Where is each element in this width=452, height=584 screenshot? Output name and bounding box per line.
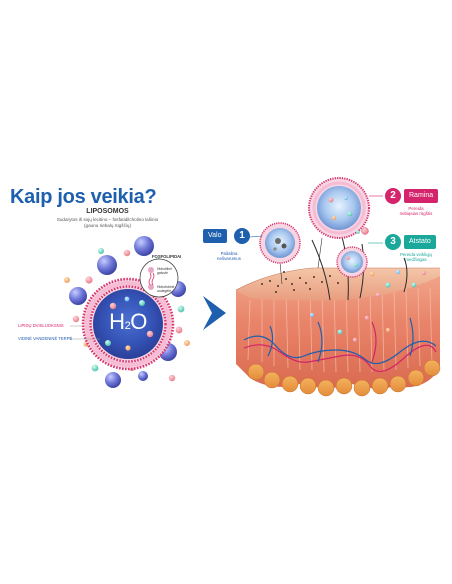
h2o-core-label: H2O [109,309,147,334]
phospholipid-label: FOSFOLIPIDAI [152,254,182,259]
water-label: VIDINĖ VANDENINĖ TERPĖ [18,336,73,341]
liposome-diagram [64,236,190,388]
liposome-subtitle-line2: (gaunu riebalų rūgščių) [84,223,131,228]
released-particles [310,227,426,343]
lipid-bilayer-label: LIPIDŲ DVISLUOKSNIS [18,323,64,328]
liposome-step-3 [336,246,368,278]
arrow-chevron-icon [203,296,226,330]
step-1-desc: Pašalina nešvarumus [212,251,246,262]
phospholipid-zoom [139,258,179,298]
step-3-desc-line2: medžiagas [405,257,427,263]
head-label: Hidrofilinė galvutė [157,267,173,275]
step-1-desc-line1: Pašalina [220,251,238,256]
step-2-desc-line2: riebiąsias rūgštis [399,211,433,217]
step-1-number: 1 [234,228,250,244]
step-3-desc-line1: Pereida veikliųjų [400,252,432,257]
liposome-step-1 [259,222,301,285]
tail-label: Hidrofobinė uodegėlė [157,285,175,293]
step-1-desc-line2: nešvarumus [217,256,241,262]
core-molecules [105,296,154,351]
page-title: Kaip jos veikia? [10,186,157,208]
step-2-desc: Pereida riebiąsias rūgštis [393,206,439,217]
step-1-label: Valo [203,229,227,243]
liposome-title: LIPOSOMOS [86,208,129,215]
step-3-number: 3 [385,234,401,250]
step-3-label: Atstato [404,235,436,249]
liposome-subtitle-line1: Sudarytos iš sojų lecitino – fosfatidilc… [56,217,159,222]
step-2-label: Ramina [404,189,439,203]
step-2-desc-line1: Pereida [408,206,424,211]
step-2-number: 2 [385,188,401,204]
skin-cross-section [235,229,441,397]
liposome-step-2 [308,177,370,269]
step-3-desc: Pereida veikliųjų medžiagas [388,252,444,263]
